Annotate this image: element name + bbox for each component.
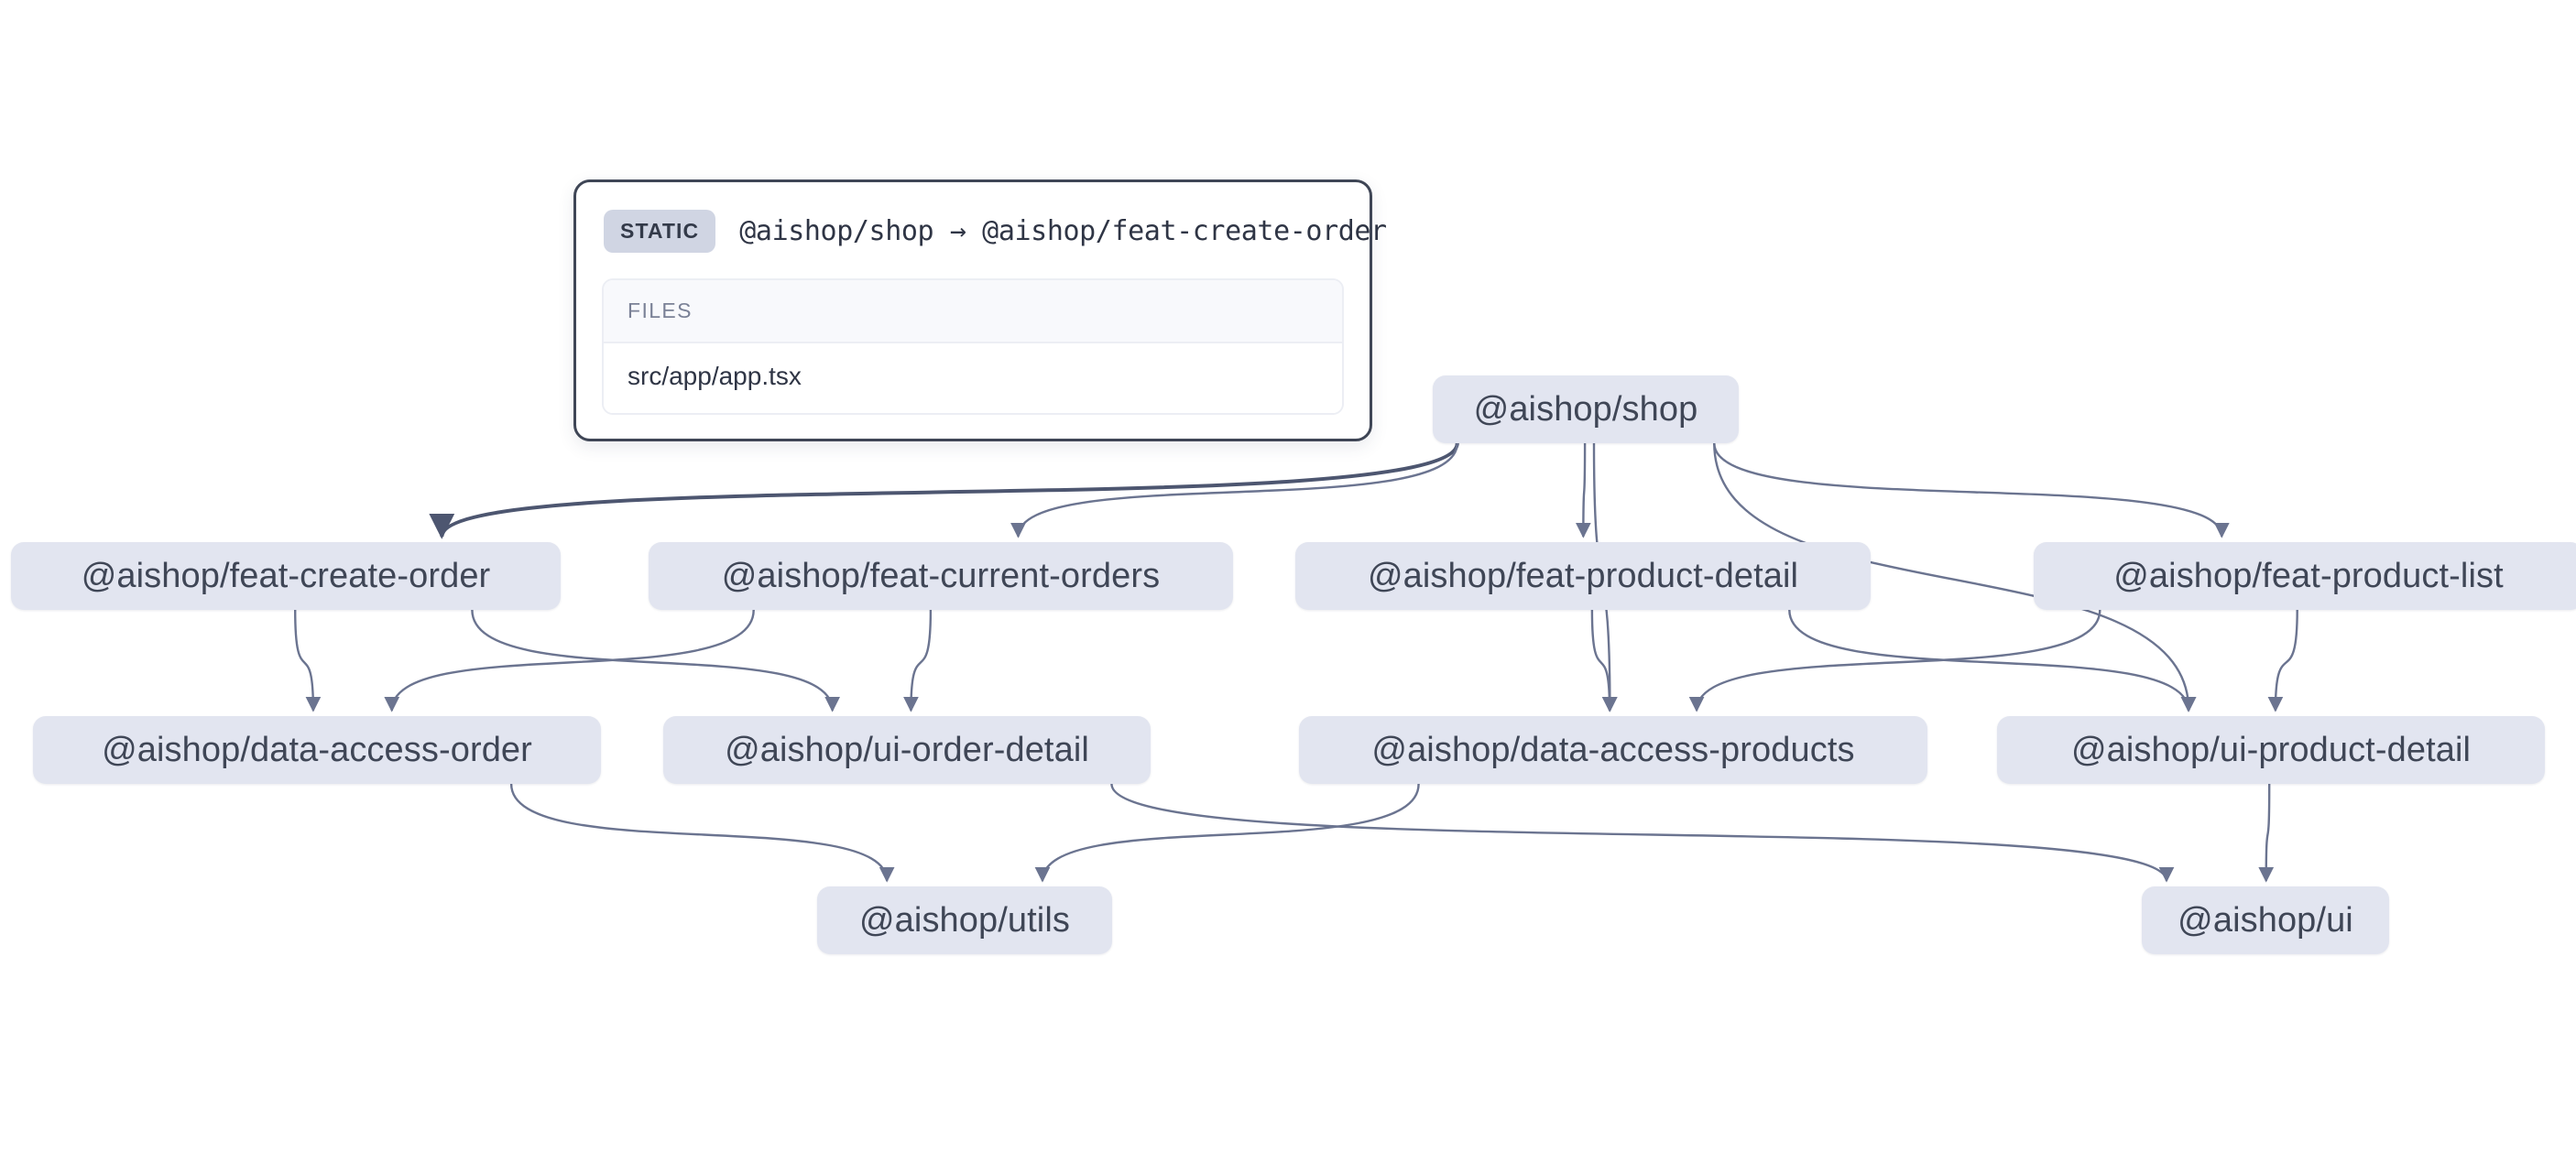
graph-edge-feat-product-list-to-ui-product-detail[interactable] — [2267, 609, 2298, 712]
files-list: src/app/app.tsx — [604, 343, 1342, 413]
graph-node-ui[interactable]: @aishop/ui — [2142, 886, 2389, 954]
edge-detail-tooltip[interactable]: STATIC @aishop/shop → @aishop/feat-creat… — [573, 179, 1387, 441]
files-section-header: FILES — [604, 280, 1342, 343]
graph-node-label: @aishop/feat-product-list — [2113, 556, 2504, 595]
graph-node-feat-create-order[interactable]: @aishop/feat-create-order — [11, 542, 561, 610]
graph-node-feat-product-list[interactable]: @aishop/feat-product-list — [2034, 542, 2576, 610]
graph-edge-feat-product-detail-to-data-access-products[interactable] — [1590, 609, 1618, 712]
graph-edge-data-access-order-to-utils[interactable] — [509, 783, 895, 883]
file-row[interactable]: src/app/app.tsx — [604, 343, 1342, 413]
graph-edge-feat-create-order-to-data-access-order[interactable] — [294, 609, 322, 712]
graph-node-label: @aishop/feat-create-order — [81, 556, 491, 595]
graph-edge-ui-product-detail-to-ui[interactable] — [2258, 783, 2275, 883]
graph-node-data-access-order[interactable]: @aishop/data-access-order — [33, 716, 601, 784]
graph-node-utils[interactable]: @aishop/utils — [817, 886, 1112, 954]
graph-node-shop[interactable]: @aishop/shop — [1433, 375, 1739, 443]
graph-edge-feat-product-list-to-data-access-products[interactable] — [1688, 609, 2101, 712]
graph-edge-feat-product-detail-to-ui-product-detail[interactable] — [1788, 609, 2197, 712]
graph-node-label: @aishop/utils — [859, 900, 1070, 940]
graph-edge-shop-to-feat-product-detail[interactable] — [1575, 442, 1591, 538]
files-panel: FILES src/app/app.tsx — [602, 278, 1344, 415]
graph-edge-feat-create-order-to-ui-order-detail[interactable] — [471, 609, 840, 712]
graph-node-label: @aishop/ui-order-detail — [725, 730, 1089, 769]
graph-edge-data-access-products-to-utils[interactable] — [1034, 783, 1420, 883]
tooltip-title: @aishop/shop → @aishop/feat-create-order — [739, 215, 1387, 247]
graph-node-label: @aishop/ui-product-detail — [2070, 730, 2472, 769]
tooltip-header: STATIC @aishop/shop → @aishop/feat-creat… — [602, 206, 1387, 258]
graph-node-ui-order-detail[interactable]: @aishop/ui-order-detail — [663, 716, 1151, 784]
graph-node-label: @aishop/feat-current-orders — [721, 556, 1161, 595]
graph-node-ui-product-detail[interactable]: @aishop/ui-product-detail — [1997, 716, 2545, 784]
graph-node-label: @aishop/feat-product-detail — [1367, 556, 1799, 595]
graph-edge-shop-to-feat-current-orders[interactable] — [1010, 442, 1458, 538]
static-badge: STATIC — [604, 210, 716, 253]
graph-edge-ui-order-detail-to-ui[interactable] — [1110, 783, 2175, 883]
graph-edge-feat-current-orders-to-ui-order-detail[interactable] — [903, 609, 933, 712]
graph-node-data-access-products[interactable]: @aishop/data-access-products — [1299, 716, 1927, 784]
graph-node-feat-current-orders[interactable]: @aishop/feat-current-orders — [649, 542, 1233, 610]
graph-node-label: @aishop/data-access-order — [102, 730, 532, 769]
graph-edge-shop-to-feat-create-order[interactable] — [429, 442, 1459, 539]
graph-node-label: @aishop/ui — [2178, 900, 2353, 940]
graph-edge-shop-to-feat-product-list[interactable] — [1713, 442, 2230, 538]
graph-edge-feat-current-orders-to-data-access-order[interactable] — [384, 609, 755, 712]
graph-node-label: @aishop/shop — [1473, 389, 1698, 429]
graph-node-feat-product-detail[interactable]: @aishop/feat-product-detail — [1295, 542, 1871, 610]
graph-node-label: @aishop/data-access-products — [1371, 730, 1855, 769]
